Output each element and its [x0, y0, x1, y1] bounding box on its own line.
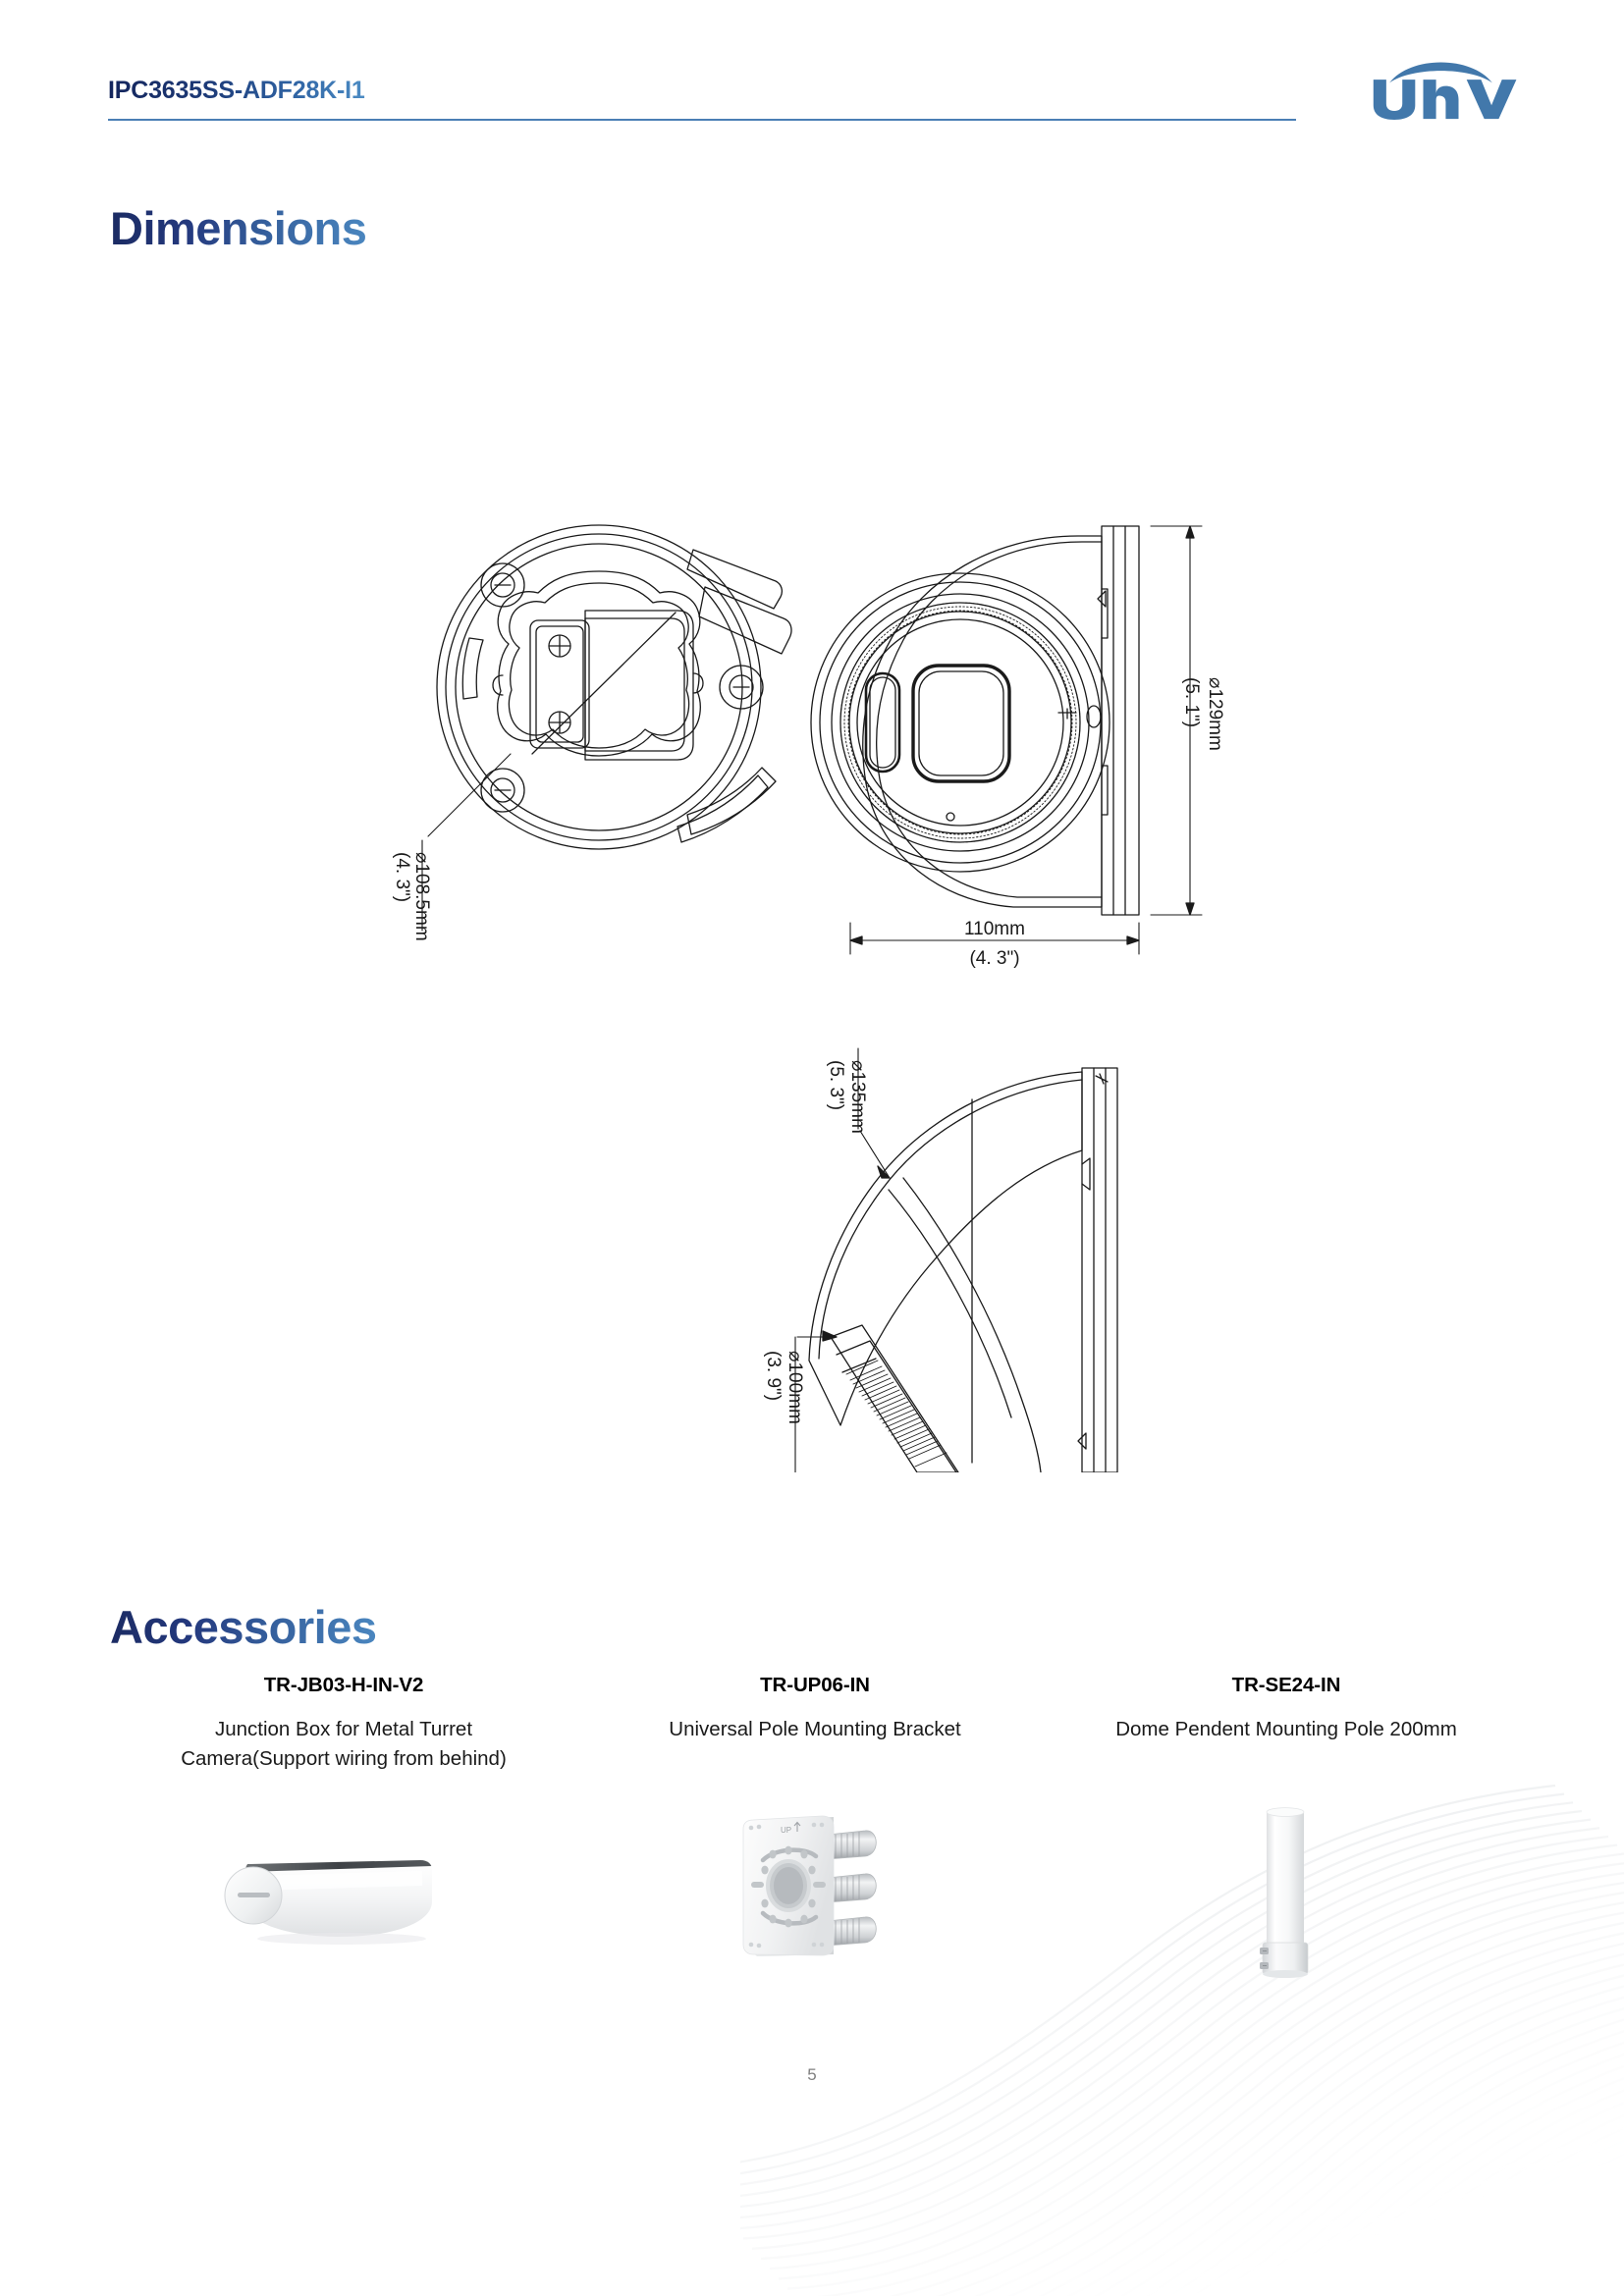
front-view-drawing: ⌀129mm (5. 1") 110mm (4. 3") [810, 525, 1225, 969]
junction-box-image [224, 1860, 432, 1946]
accessory-model: TR-SE24-IN [1231, 1674, 1341, 1696]
front-view-width-in: (4. 3") [969, 948, 1019, 969]
accessory-model: TR-UP06-IN [760, 1674, 870, 1696]
front-view-height-mm: ⌀129mm [1205, 677, 1225, 751]
dimension-drawings: ⌀108.5mm (4. 3") [392, 524, 1225, 1472]
pole-mount-bracket-image: UP [742, 1815, 877, 1956]
page-title-accessories: Accessories [110, 1601, 377, 1653]
header-divider [108, 119, 1296, 121]
accessory-image [1227, 1778, 1345, 2003]
accessory-image [196, 1806, 491, 2032]
bottom-view-diameter-mm: ⌀108.5mm [411, 852, 432, 941]
side-view-drawing: ⌀135mm (5. 3") ⌀100mm (3. 9") [763, 1047, 1118, 1472]
side-view-inner-in: (3. 9") [763, 1351, 784, 1401]
accessories-list: TR-JB03-H-IN-V2 Junction Box for Metal T… [108, 1674, 1522, 2032]
side-view-inner-mm: ⌀100mm [785, 1351, 805, 1424]
bottom-view-diameter-in: (4. 3") [392, 852, 412, 902]
up-marking-label: UP [781, 1826, 791, 1835]
accessory-description: Dome Pendent Mounting Pole 200mm [1115, 1718, 1457, 1740]
side-view-outer-mm: ⌀135mm [847, 1060, 868, 1134]
accessory-description: Universal Pole Mounting Bracket [669, 1718, 961, 1740]
side-view-outer-in: (5. 3") [826, 1060, 846, 1110]
accessory-item: TR-JB03-H-IN-V2 Junction Box for Metal T… [108, 1674, 579, 2032]
model-code: IPC3635SS-ADF28K-I1 [108, 77, 365, 104]
accessory-item: TR-UP06-IN Universal Pole Mounting Brack… [579, 1674, 1051, 2032]
front-view-width-mm: 110mm [964, 919, 1025, 939]
bottom-view-drawing: ⌀108.5mm (4. 3") [392, 524, 792, 941]
page-title-dimensions: Dimensions [110, 202, 367, 254]
accessory-model: TR-JB03-H-IN-V2 [263, 1674, 424, 1696]
page-header: IPC3635SS-ADF28K-I1 [108, 62, 1522, 135]
page-number: 5 [807, 2065, 817, 2084]
accessory-item: TR-SE24-IN Dome Pendent Mounting Pole 20… [1051, 1674, 1522, 2032]
unv-logo [1373, 62, 1517, 120]
accessory-image: UP [702, 1778, 928, 2003]
pendent-pole-image [1260, 1806, 1309, 1978]
front-view-height-in: (5. 1") [1181, 677, 1202, 727]
accessory-description: Junction Box for Metal Turret Camera(Sup… [181, 1718, 507, 1770]
